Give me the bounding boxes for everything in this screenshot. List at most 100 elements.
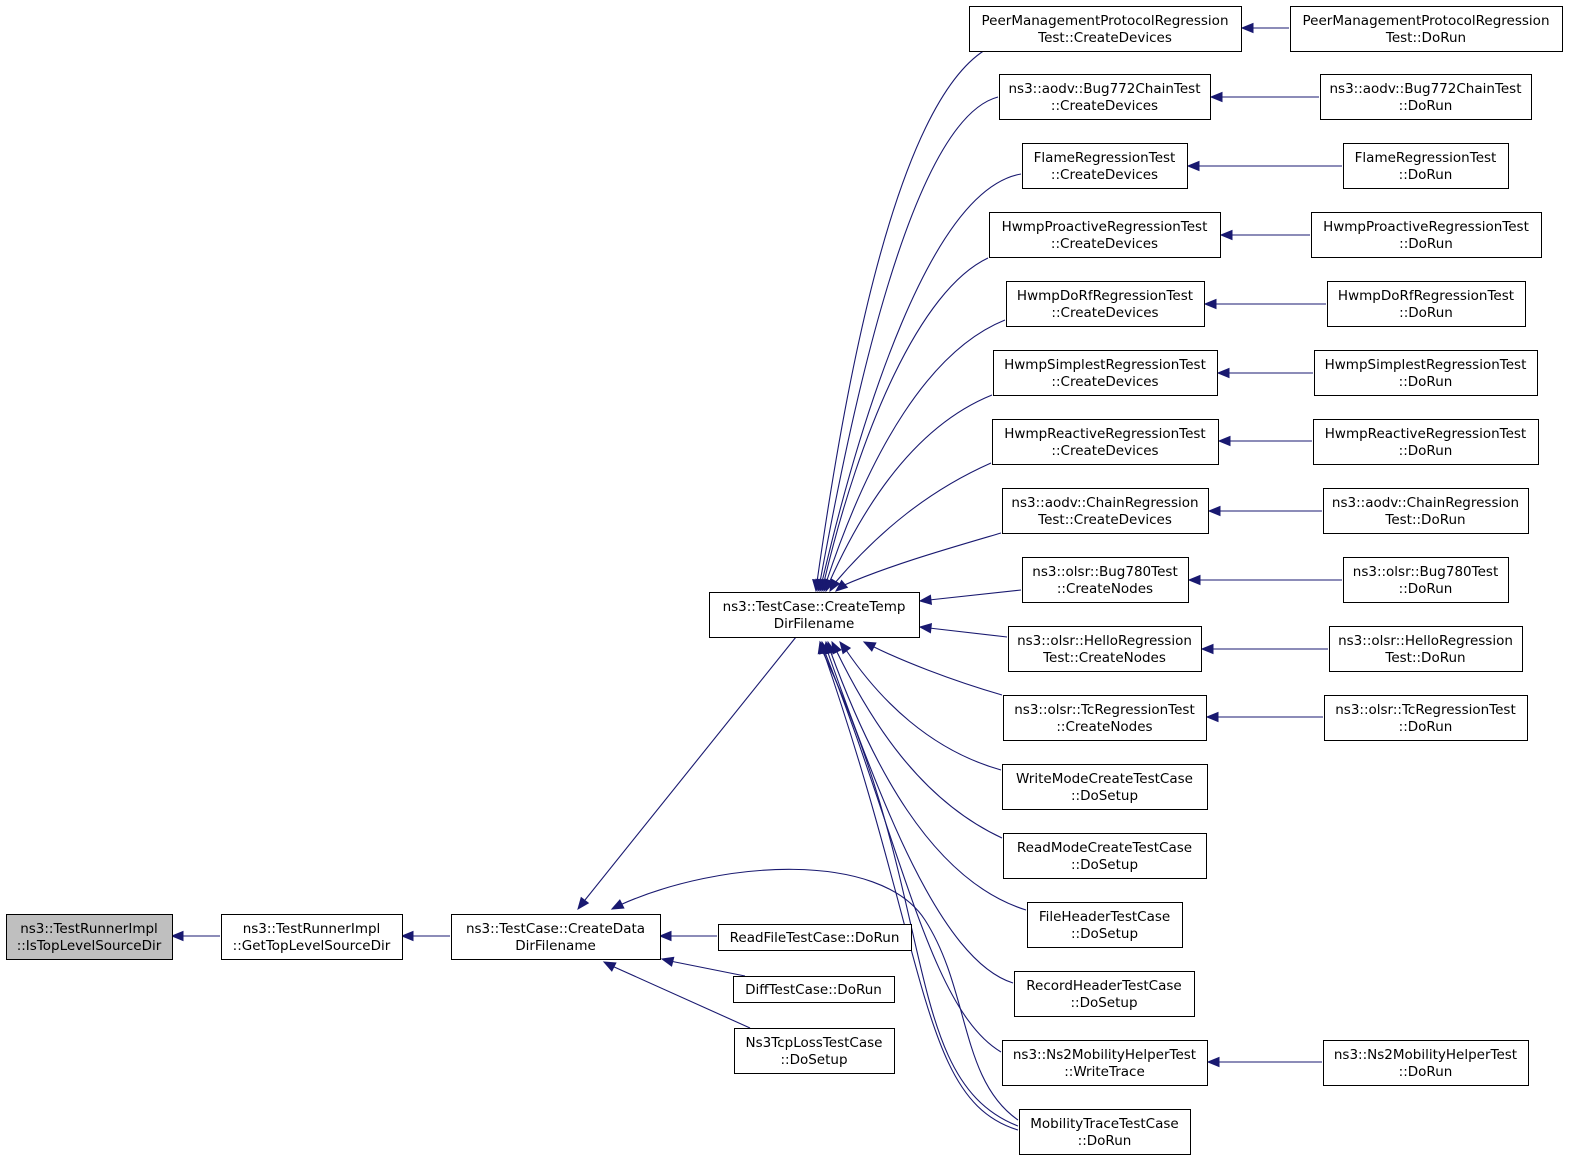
node-label-line: ns3::olsr::HelloRegression (1017, 633, 1192, 649)
node-dt[interactable]: DiffTestCase::DoRun (733, 976, 895, 1003)
arrowhead-icon (1209, 91, 1223, 103)
edge-line (833, 462, 992, 585)
arrowhead-icon (918, 623, 933, 634)
node-box (1313, 419, 1539, 465)
edge-bug780-to-ctd (918, 589, 1022, 605)
edge-bug772b-to-bug772 (1209, 91, 1319, 103)
node-hdorf2[interactable]: HwmpDoRfRegressionTest::DoRun (1327, 281, 1526, 327)
node-bug772b[interactable]: ns3::aodv::Bug772ChainTest::DoRun (1320, 74, 1532, 120)
node-box (969, 6, 1242, 52)
node-hsimp[interactable]: HwmpSimplestRegressionTest::CreateDevice… (993, 350, 1218, 396)
node-label-line: ns3::olsr::HelloRegression (1338, 633, 1513, 649)
node-layer: ns3::TestRunnerImpl::IsTopLevelSourceDir… (6, 6, 1563, 1155)
arrowhead-icon (1217, 435, 1231, 447)
node-box (1290, 6, 1563, 52)
node-chain[interactable]: ns3::aodv::ChainRegressionTest::CreateDe… (1002, 488, 1209, 534)
node-label-line: HwmpReactiveRegressionTest (1325, 426, 1526, 442)
node-label-line: ns3::TestCase::CreateData (466, 921, 645, 937)
node-label-line: ::DoRun (1399, 236, 1453, 252)
edge-line (821, 173, 1022, 583)
edge-layer (170, 22, 1342, 1131)
node-tc2[interactable]: ns3::olsr::TcRegressionTest::DoRun (1324, 695, 1528, 741)
node-box (709, 592, 920, 638)
node-wm[interactable]: WriteModeCreateTestCase::DoSetup (1002, 764, 1208, 810)
arrowhead-icon (839, 640, 852, 655)
arrowhead-icon (862, 641, 877, 652)
node-tc[interactable]: ns3::olsr::TcRegressionTest::CreateNodes (1003, 695, 1207, 741)
edge-tc2-to-tc (1205, 711, 1323, 723)
arrowhead-icon (1240, 22, 1254, 34)
edge-line (821, 649, 1019, 1127)
node-hpro[interactable]: HwmpProactiveRegressionTest::CreateDevic… (989, 212, 1221, 258)
node-label-line: Test::CreateDevices (1037, 30, 1172, 46)
node-hello[interactable]: ns3::olsr::HelloRegressionTest::CreateNo… (1008, 626, 1202, 672)
node-fh[interactable]: FileHeaderTestCase::DoSetup (1027, 902, 1183, 948)
node-label-line: ::CreateDevices (1051, 98, 1158, 114)
edge-line (819, 96, 999, 583)
edge-fh-to-ctd (825, 640, 1027, 911)
arrowhead-icon (610, 899, 625, 910)
node-flame[interactable]: FlameRegressionTest::CreateDevices (1022, 143, 1188, 189)
node-label-line: ::CreateDevices (1051, 167, 1158, 183)
node-label-line: ReadFileTestCase::DoRun (730, 930, 900, 946)
node-box (1022, 557, 1189, 603)
node-rf[interactable]: ReadFileTestCase::DoRun (718, 924, 912, 951)
node-label-line: ns3::TestRunnerImpl (20, 921, 158, 937)
node-label-line: HwmpReactiveRegressionTest (1004, 426, 1205, 442)
edge-hreac-to-ctd (829, 462, 992, 593)
edge-hreac2-to-hreac (1217, 435, 1312, 447)
edge-line (845, 649, 1002, 771)
node-label-line: FlameRegressionTest (1355, 150, 1497, 166)
node-label-line: ns3::olsr::TcRegressionTest (1335, 702, 1516, 718)
arrowhead-icon (1200, 643, 1214, 655)
node-hreac2[interactable]: HwmpReactiveRegressionTest::DoRun (1313, 419, 1539, 465)
node-label-line: DiffTestCase::DoRun (745, 982, 882, 998)
node-pmp2[interactable]: PeerManagementProtocolRegressionTest::Do… (1290, 6, 1563, 52)
node-label-line: ::DoRun (1078, 1133, 1132, 1149)
node-bug780b[interactable]: ns3::olsr::Bug780Test::DoRun (1343, 557, 1509, 603)
node-hpro2[interactable]: HwmpProactiveRegressionTest::DoRun (1311, 212, 1542, 258)
node-root[interactable]: ns3::TestRunnerImpl::IsTopLevelSourceDir (6, 914, 173, 960)
node-box (734, 1028, 895, 1074)
node-box (1002, 764, 1208, 810)
node-rh[interactable]: RecordHeaderTestCase::DoSetup (1014, 971, 1195, 1017)
node-label-line: Test::CreateDevices (1037, 512, 1172, 528)
node-bug780[interactable]: ns3::olsr::Bug780Test::CreateNodes (1022, 557, 1189, 603)
arrowhead-icon (1206, 1056, 1220, 1068)
edge-line (825, 319, 1006, 584)
node-label-line: PeerManagementProtocolRegression (1303, 13, 1550, 29)
node-rm[interactable]: ReadModeCreateTestCase::DoSetup (1003, 833, 1207, 879)
node-gtl[interactable]: ns3::TestRunnerImpl::GetTopLevelSourceDi… (221, 914, 403, 960)
node-box (1003, 833, 1207, 879)
edge-line (871, 645, 1003, 696)
edge-hsimp-to-ctd (825, 394, 993, 593)
edge-chain2-to-chain (1207, 505, 1322, 517)
node-ns2b[interactable]: ns3::Ns2MobilityHelperTest::DoRun (1323, 1040, 1529, 1086)
node-label-line: PeerManagementProtocolRegression (982, 13, 1229, 29)
node-label-line: Test::DoRun (1385, 30, 1466, 46)
node-label-line: ::CreateNodes (1057, 581, 1153, 597)
node-pmp[interactable]: PeerManagementProtocolRegressionTest::Cr… (969, 6, 1242, 52)
node-hdorf[interactable]: HwmpDoRfRegressionTest::CreateDevices (1006, 281, 1205, 327)
node-ns2[interactable]: ns3::Ns2MobilityHelperTest::WriteTrace (1002, 1040, 1208, 1086)
edge-line (822, 649, 1019, 1131)
node-label-line: ::DoRun (1399, 167, 1453, 183)
node-flame2[interactable]: FlameRegressionTest::DoRun (1343, 143, 1509, 189)
node-tcp[interactable]: Ns3TcpLossTestCase::DoSetup (734, 1028, 895, 1074)
node-hsimp2[interactable]: HwmpSimplestRegressionTest::DoRun (1314, 350, 1538, 396)
node-hreac[interactable]: HwmpReactiveRegressionTest::CreateDevice… (992, 419, 1219, 465)
node-bug772[interactable]: ns3::aodv::Bug772ChainTest::CreateDevice… (999, 74, 1211, 120)
edge-pmp2-to-pmp (1240, 22, 1289, 34)
arrowhead-icon (660, 956, 675, 967)
node-label-line: ReadModeCreateTestCase (1017, 840, 1192, 856)
node-label-line: ns3::aodv::ChainRegression (1011, 495, 1198, 511)
node-label-line: ns3::aodv::Bug772ChainTest (1008, 81, 1200, 97)
arrowhead-icon (602, 961, 617, 972)
edge-line (841, 532, 1002, 587)
node-mob[interactable]: MobilityTraceTestCase::DoRun (1019, 1109, 1191, 1155)
arrowhead-icon (400, 930, 414, 942)
